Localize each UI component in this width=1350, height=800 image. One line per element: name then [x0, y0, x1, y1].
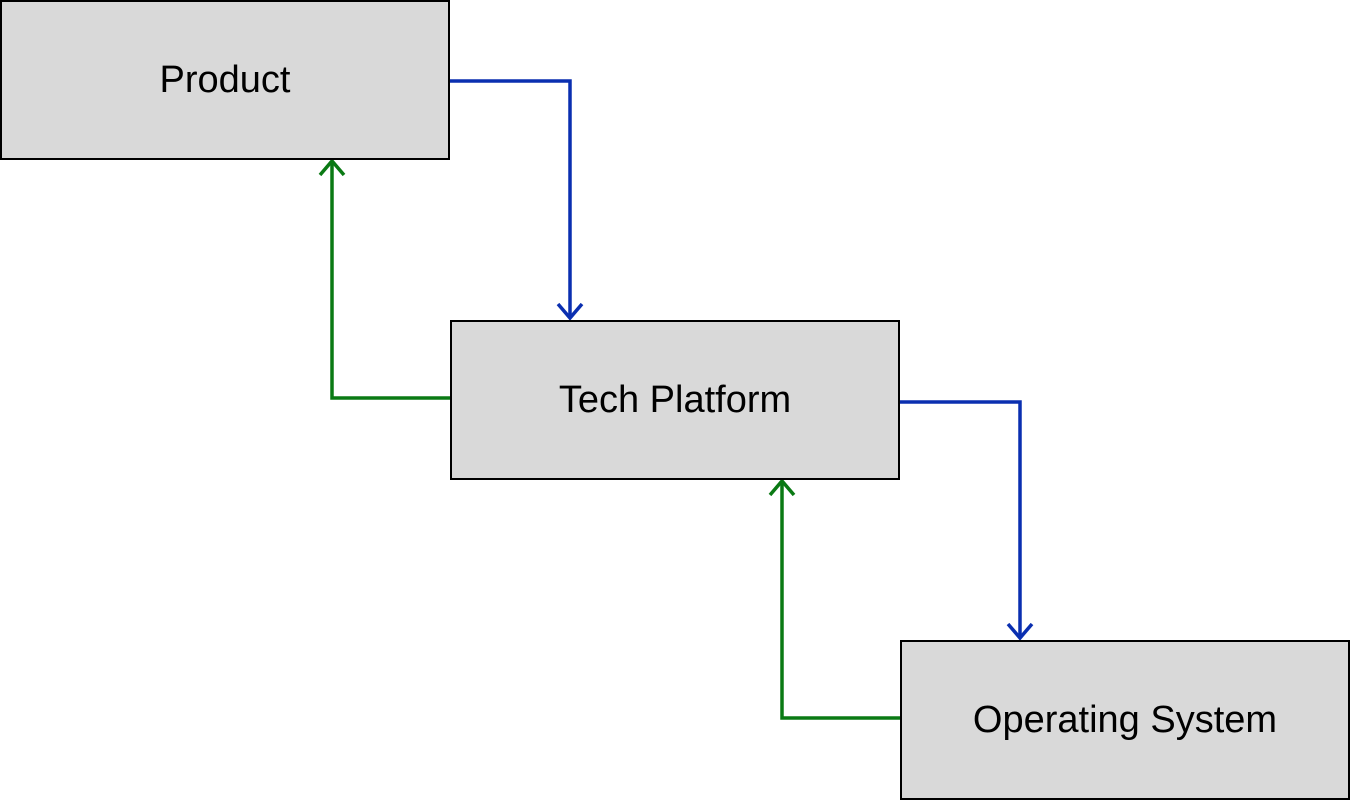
arrowhead-up [768, 478, 796, 497]
node-box [450, 320, 900, 480]
node-box [900, 640, 1350, 800]
arrowhead-down [1006, 622, 1034, 641]
node-product: Product [0, 0, 450, 160]
connector-line [780, 482, 900, 720]
node-operating-system: Operating System [900, 640, 1350, 800]
arrowhead-down [556, 302, 584, 321]
edge-product-to-tech-platform [450, 79, 584, 321]
arrowhead-up [318, 158, 346, 177]
node-label: Tech Platform [559, 379, 791, 421]
edge-operating-system-to-tech-platform [768, 478, 900, 720]
edge-tech-platform-to-operating-system [900, 400, 1034, 641]
node-label: Operating System [973, 699, 1277, 741]
edge-tech-platform-to-product [318, 158, 450, 400]
connector-line [330, 162, 450, 400]
node-label: Product [160, 59, 291, 101]
connector-line [900, 400, 1022, 638]
node-tech-platform: Tech Platform [450, 320, 900, 480]
node-box [0, 0, 450, 160]
connector-line [450, 79, 572, 318]
